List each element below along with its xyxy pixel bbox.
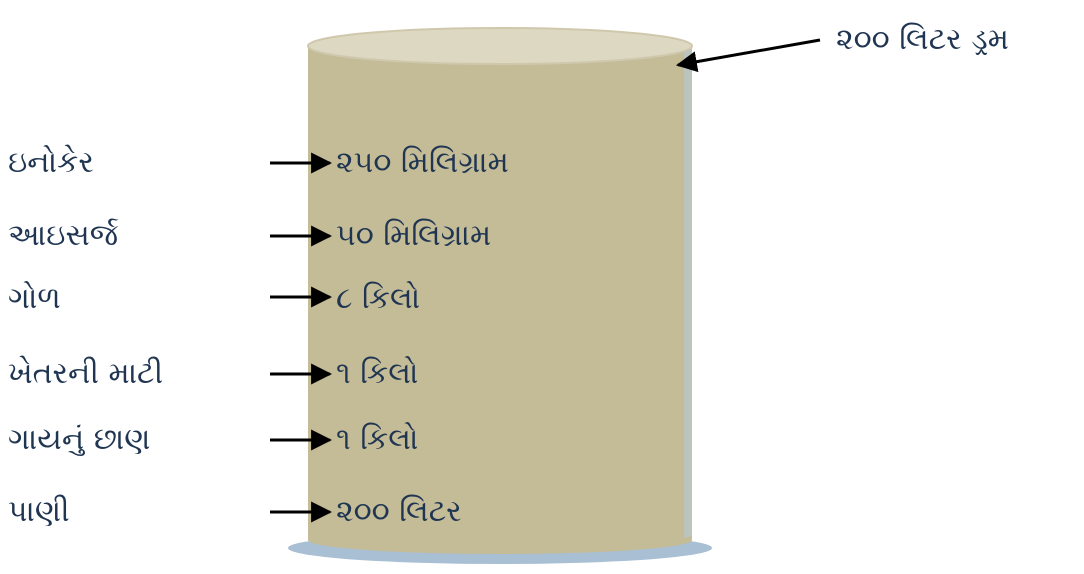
drum-label: ૨૦૦ લિટર ડ્રમ: [836, 22, 1009, 57]
ingredient-quantity: ૧ કિલો: [336, 422, 419, 457]
ingredient-quantity: ૨૫૦ મિલિગ્રામ: [336, 145, 509, 180]
ingredient-name: ગાયનું છાણ: [8, 422, 151, 457]
ingredient-name: પાણી: [8, 494, 70, 529]
drum-top-rim: [307, 27, 693, 65]
drum-label-arrow: [675, 38, 821, 73]
ingredient-name: ખેતરની માટી: [8, 356, 164, 391]
ingredient-quantity: ૫૦ મિલિગ્રામ: [336, 218, 492, 253]
drum-right-edge: [684, 46, 692, 538]
ingredient-name: આઇસર્જ: [8, 218, 119, 253]
drum-body: [308, 46, 692, 554]
drum-top: [308, 28, 692, 64]
ingredient-name: ગોળ: [8, 281, 61, 316]
ingredient-quantity: ૮ કિલો: [336, 281, 421, 316]
ingredient-quantity: ૨૦૦ લિટર: [336, 494, 462, 529]
ingredient-quantity: ૧ કિલો: [336, 356, 419, 391]
ingredient-name: ઇનોકેર: [8, 145, 94, 180]
